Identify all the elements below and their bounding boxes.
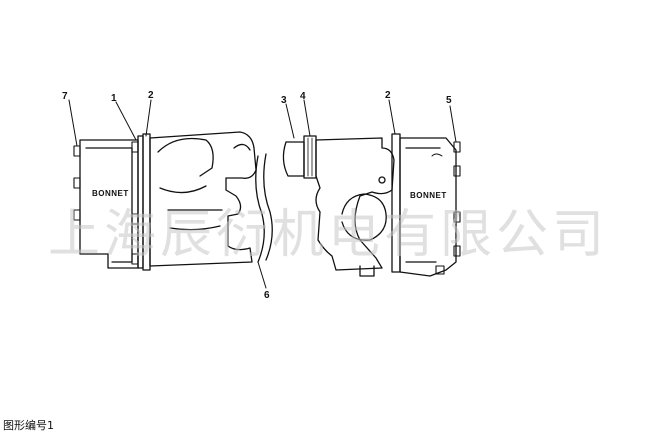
right-bonnet xyxy=(399,137,457,277)
seat-insert xyxy=(303,135,317,179)
right-body-bore xyxy=(341,193,387,241)
callout-7: 7 xyxy=(62,91,68,102)
left-elbow-passage xyxy=(157,137,214,177)
left-bonnet-inner xyxy=(85,147,133,263)
callout-1: 1 xyxy=(111,93,117,104)
left-valve-body xyxy=(149,131,257,267)
left-bonnet-label: BONNET xyxy=(92,189,129,198)
seat-ring xyxy=(282,141,305,177)
figure-caption: 图形编号1 xyxy=(3,419,54,432)
callout-2-right: 2 xyxy=(385,90,391,101)
leader-lines xyxy=(68,99,457,289)
right-bonnet-bolts xyxy=(435,141,461,275)
callout-2-left: 2 xyxy=(148,90,154,101)
right-bonnet-label: BONNET xyxy=(410,191,447,200)
callout-4: 4 xyxy=(300,91,306,102)
callout-3: 3 xyxy=(281,95,287,106)
callout-5: 5 xyxy=(446,95,452,106)
left-bonnet-bolts xyxy=(73,141,139,265)
seal-ring xyxy=(255,155,265,263)
right-valve-body xyxy=(315,137,395,271)
callout-6: 6 xyxy=(264,290,270,301)
watermark: 上海辰衍机电有限公司 xyxy=(48,205,609,265)
